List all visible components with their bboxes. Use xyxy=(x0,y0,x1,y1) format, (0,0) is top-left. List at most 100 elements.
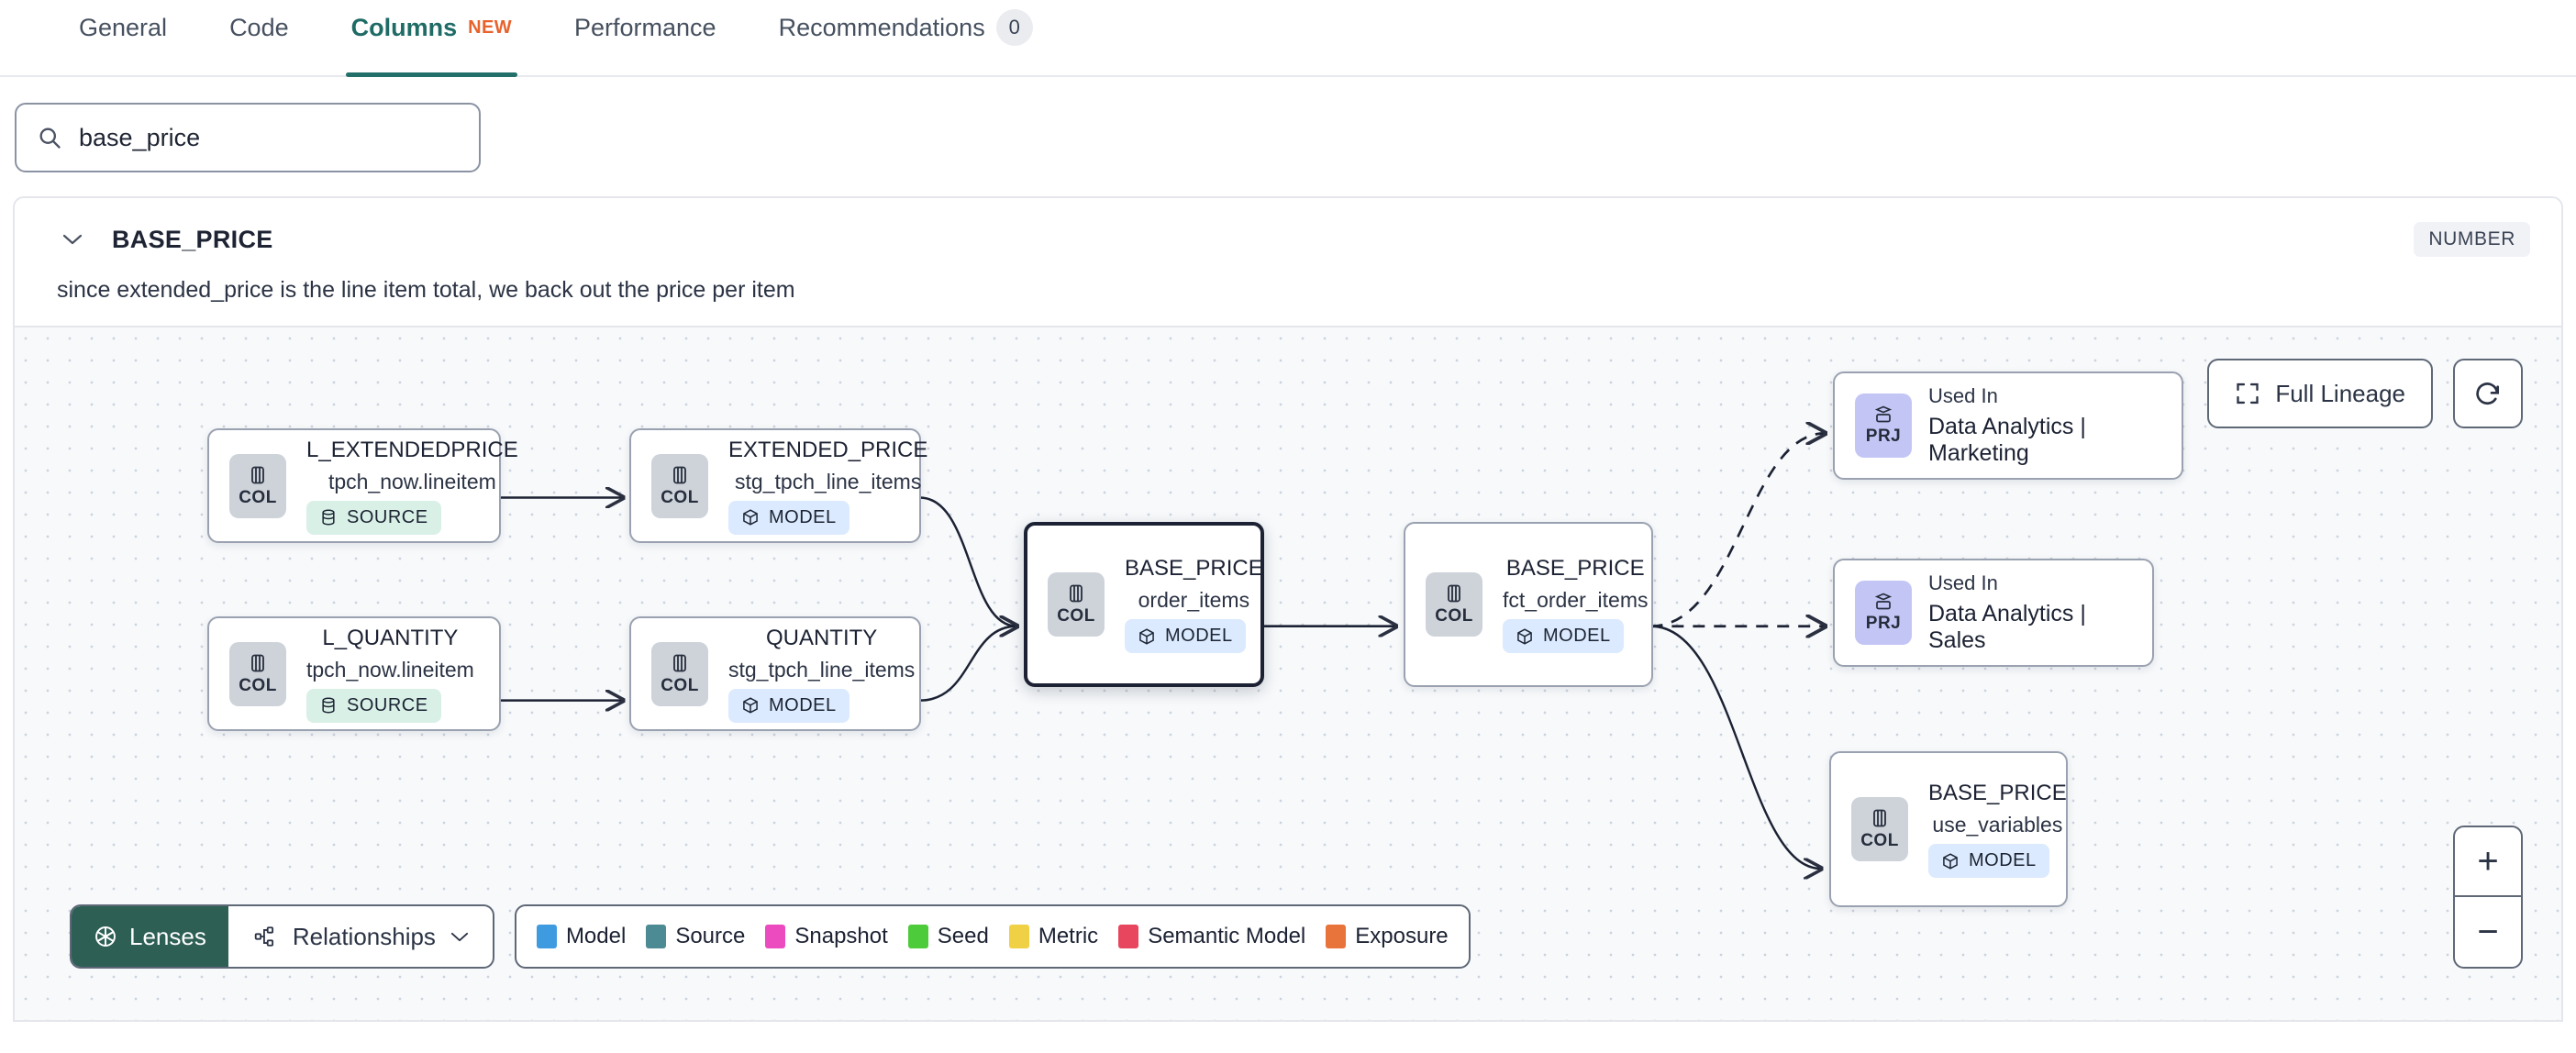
node-type-legend: Model Source Snapshot Seed Metric xyxy=(514,904,1471,969)
lineage-node-base-price-use-variables[interactable]: COL BASE_PRICE use_variables MODEL xyxy=(1829,751,2068,907)
tab-recommendations[interactable]: Recommendations 0 xyxy=(748,0,1064,75)
legend-swatch xyxy=(1118,925,1139,948)
zoom-out-button[interactable]: − xyxy=(2477,911,2499,952)
node-title: Data Analytics | Sales xyxy=(1928,601,2086,653)
lenses-label: Lenses xyxy=(129,922,206,950)
lineage-canvas[interactable]: COL L_EXTENDEDPRICE tpch_now.lineitem SO… xyxy=(15,326,2561,1020)
col-icon: COL xyxy=(1048,572,1105,637)
node-badge-label: MODEL xyxy=(1969,850,2037,870)
search-box[interactable] xyxy=(15,103,481,172)
relationships-label: Relationships xyxy=(292,922,436,950)
legend-item-model: Model xyxy=(536,924,627,949)
node-title: QUANTITY xyxy=(765,625,878,650)
node-subtitle: tpch_now.lineitem xyxy=(328,469,496,493)
search-input[interactable] xyxy=(79,123,459,152)
lineage-node-extended-price[interactable]: COL EXTENDED_PRICE stg_tpch_line_items M… xyxy=(629,428,927,543)
tab-columns[interactable]: Columns NEW xyxy=(320,0,543,77)
node-type-badge: MODEL xyxy=(1125,619,1246,653)
lineage-node-project-sales[interactable]: PRJ Used In Data Analytics | Sales xyxy=(1833,559,2154,667)
project-icon-label: PRJ xyxy=(1865,427,1902,446)
project-icon: PRJ xyxy=(1855,581,1912,645)
node-type-badge: MODEL xyxy=(1503,619,1624,653)
tab-new-badge: NEW xyxy=(468,17,512,38)
node-used-in-label: Used In xyxy=(1928,384,1998,407)
edge-fct-order-items-to-marketing xyxy=(1650,433,1825,628)
node-badge-label: SOURCE xyxy=(347,694,428,715)
column-type-badge: NUMBER xyxy=(2414,222,2530,257)
column-description: since extended_price is the line item to… xyxy=(57,277,795,303)
lineage-node-base-price-fct-order-items[interactable]: COL BASE_PRICE fct_order_items MODEL xyxy=(1404,522,1653,687)
recommendations-count-badge: 0 xyxy=(995,9,1033,46)
lenses-relationships-group: Lenses Relationships xyxy=(70,904,494,969)
tab-label: General xyxy=(79,13,168,41)
zoom-controls: + − xyxy=(2453,826,2523,969)
lineage-node-quantity[interactable]: COL QUANTITY stg_tpch_line_items MODEL xyxy=(629,616,921,731)
legend-label: Metric xyxy=(1038,924,1099,948)
tab-code[interactable]: Code xyxy=(198,0,320,75)
lenses-button[interactable]: Lenses xyxy=(72,906,228,967)
legend-label: Semantic Model xyxy=(1148,924,1306,948)
project-icon-label: PRJ xyxy=(1865,614,1902,633)
legend-swatch xyxy=(1326,925,1347,948)
cube-icon xyxy=(743,509,758,526)
node-badge-label: MODEL xyxy=(769,694,837,715)
legend-item-snapshot: Snapshot xyxy=(765,924,888,949)
expand-icon xyxy=(2237,382,2260,405)
aperture-icon xyxy=(95,926,116,947)
legend-swatch xyxy=(536,925,557,948)
refresh-button[interactable] xyxy=(2453,359,2523,428)
legend-label: Source xyxy=(675,924,746,948)
full-lineage-button[interactable]: Full Lineage xyxy=(2207,359,2433,428)
node-subtitle: tpch_now.lineitem xyxy=(306,657,474,682)
tab-general[interactable]: General xyxy=(48,0,198,75)
chevron-down-icon[interactable] xyxy=(57,224,88,255)
edge-extended-price-to-base-price xyxy=(919,496,1017,626)
legend-label: Snapshot xyxy=(794,924,888,948)
lineage-node-l-quantity[interactable]: COL L_QUANTITY tpch_now.lineitem SOURCE xyxy=(207,616,501,731)
tab-performance[interactable]: Performance xyxy=(543,0,748,75)
node-type-badge: MODEL xyxy=(1928,844,2049,878)
chevron-down-icon xyxy=(450,932,469,941)
relationships-dropdown[interactable]: Relationships xyxy=(228,906,493,967)
database-icon xyxy=(322,509,335,526)
lineage-edges xyxy=(500,327,2561,1020)
edge-quantity-to-base-price xyxy=(919,626,1017,702)
tab-label: Code xyxy=(229,13,289,41)
node-type-badge: MODEL xyxy=(728,500,849,535)
node-title: L_QUANTITY xyxy=(322,625,459,650)
legend-item-exposure: Exposure xyxy=(1326,924,1449,949)
legend-swatch xyxy=(646,925,667,948)
node-title: L_EXTENDEDPRICE xyxy=(306,437,518,462)
node-badge-label: MODEL xyxy=(1543,626,1611,646)
legend-item-metric: Metric xyxy=(1008,924,1099,949)
node-title: EXTENDED_PRICE xyxy=(728,437,928,462)
legend-label: Model xyxy=(565,924,627,948)
cube-icon xyxy=(1517,627,1532,645)
lineage-node-base-price-order-items[interactable]: COL BASE_PRICE order_items MODEL xyxy=(1024,522,1264,687)
col-icon-label: COL xyxy=(661,675,699,695)
cube-icon xyxy=(1943,852,1958,870)
col-icon: COL xyxy=(651,641,708,706)
node-subtitle: fct_order_items xyxy=(1503,588,1649,612)
legend-swatch xyxy=(765,925,786,948)
node-badge-label: MODEL xyxy=(1165,626,1233,646)
node-subtitle: stg_tpch_line_items xyxy=(728,657,916,682)
tab-label: Recommendations xyxy=(778,13,985,41)
legend-swatch xyxy=(1008,925,1029,948)
database-icon xyxy=(322,697,335,714)
col-icon: COL xyxy=(229,641,286,706)
search-area xyxy=(0,77,2576,196)
node-subtitle: order_items xyxy=(1138,588,1250,612)
zoom-in-button[interactable]: + xyxy=(2455,827,2521,897)
tab-label: Columns xyxy=(350,13,458,41)
node-type-badge: MODEL xyxy=(728,688,849,723)
col-icon: COL xyxy=(229,453,286,518)
node-title: BASE_PRICE xyxy=(1125,556,1263,581)
lineage-node-l-extendedprice[interactable]: COL L_EXTENDEDPRICE tpch_now.lineitem SO… xyxy=(207,428,518,543)
legend-item-source: Source xyxy=(646,924,745,949)
lineage-node-project-marketing[interactable]: PRJ Used In Data Analytics | Marketing xyxy=(1833,371,2183,480)
node-title: Data Analytics | Marketing xyxy=(1928,414,2086,466)
node-subtitle: stg_tpch_line_items xyxy=(735,469,922,493)
edge-fct-order-items-to-use-variables xyxy=(1650,625,1821,869)
legend-label: Exposure xyxy=(1355,924,1449,948)
